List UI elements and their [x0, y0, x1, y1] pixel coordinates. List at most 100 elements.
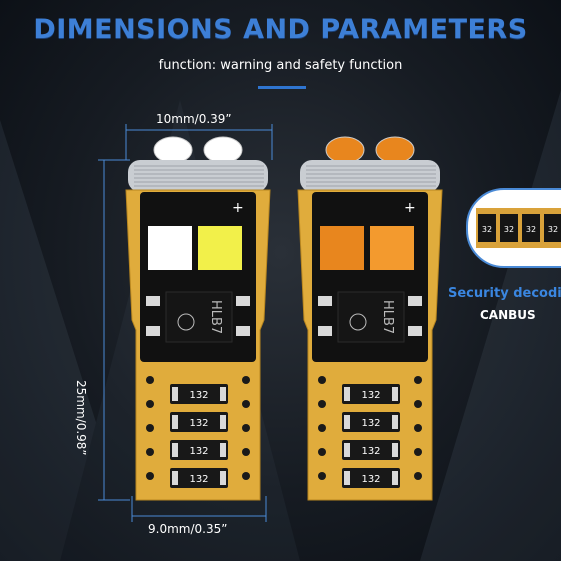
resistor-end — [392, 415, 398, 429]
top-led-right — [203, 136, 243, 164]
resistor-end — [344, 443, 350, 457]
resistor-label: 132 — [189, 390, 208, 401]
bulb-amber: + HLB7 132 132 132 132 — [297, 136, 443, 501]
via-hole — [146, 448, 154, 456]
title-underline — [258, 86, 306, 89]
security-decoding-label: Security decodin — [448, 286, 561, 301]
via-hole — [146, 376, 154, 384]
ic-chip — [165, 291, 233, 343]
square-led-right — [198, 226, 242, 270]
via-hole — [318, 376, 326, 384]
resistor — [170, 412, 228, 432]
via-hole — [414, 424, 422, 432]
resistor-end — [172, 443, 178, 457]
resistor-end — [220, 443, 226, 457]
square-led-left — [148, 226, 192, 270]
chip-label: HLB7 — [208, 300, 223, 334]
resistor-end — [344, 415, 350, 429]
via-hole — [242, 400, 250, 408]
via-hole — [146, 424, 154, 432]
resistor-end — [392, 443, 398, 457]
resistor — [342, 412, 400, 432]
chip-pad — [318, 326, 332, 336]
chip-pad — [408, 326, 422, 336]
via-hole — [318, 400, 326, 408]
metal-collar — [300, 160, 440, 192]
resistor-end — [172, 415, 178, 429]
resistor — [170, 440, 228, 460]
callout-resistor-label: 32 — [482, 225, 492, 234]
via-hole — [318, 448, 326, 456]
resistor — [342, 384, 400, 404]
via-hole — [318, 424, 326, 432]
resistor-end — [220, 471, 226, 485]
via-hole — [242, 376, 250, 384]
via-hole — [414, 400, 422, 408]
callout-resistor-label: 32 — [526, 225, 536, 234]
ic-chip — [337, 291, 405, 343]
via-hole — [242, 424, 250, 432]
via-hole — [242, 448, 250, 456]
canbus-label: CANBUS — [480, 308, 536, 322]
resistor-label: 132 — [361, 390, 380, 401]
plus-sign: + — [404, 200, 416, 216]
canbus-closeup-callout: 32 32 32 32 — [466, 188, 561, 268]
resistor-end — [172, 471, 178, 485]
top-led-right — [375, 136, 415, 164]
chip-bridge-symbol — [349, 313, 367, 331]
resistor-end — [344, 471, 350, 485]
callout-resistor-label: 32 — [504, 225, 514, 234]
resistor-end — [220, 415, 226, 429]
resistor — [342, 440, 400, 460]
resistor — [342, 468, 400, 488]
chip-pad — [318, 296, 332, 306]
via-hole — [242, 472, 250, 480]
resistor-label: 132 — [189, 446, 208, 457]
canbus-resistor-row: 32 32 32 32 — [478, 214, 561, 242]
top-width-label: 10mm/0.39” — [156, 112, 232, 126]
callout-resistor-label: 32 — [548, 225, 558, 234]
via-hole — [414, 376, 422, 384]
resistor-label: 132 — [361, 474, 380, 485]
chip-bridge-symbol — [177, 313, 195, 331]
page-subtitle: function: warning and safety function — [158, 58, 403, 73]
via-hole — [318, 472, 326, 480]
via-hole — [146, 400, 154, 408]
callout-resistor — [500, 214, 518, 242]
chip-label: HLB7 — [380, 300, 395, 334]
callout-resistor — [544, 214, 561, 242]
metal-collar — [128, 160, 268, 192]
square-led-right — [370, 226, 414, 270]
callout-resistor — [522, 214, 540, 242]
resistor — [170, 384, 228, 404]
resistor-label: 132 — [361, 418, 380, 429]
via-hole — [414, 448, 422, 456]
resistor-end — [392, 471, 398, 485]
plus-sign: + — [232, 200, 244, 216]
chip-pad — [146, 326, 160, 336]
bulb-white: + HLB7 132 132 132 132 — [125, 136, 271, 501]
page-title: DIMENSIONS AND PARAMETERS — [33, 14, 528, 45]
resistor-label: 132 — [361, 446, 380, 457]
chip-pad — [236, 296, 250, 306]
height-label: 25mm/0.98” — [74, 380, 88, 456]
chip-pad — [408, 296, 422, 306]
top-led-left — [325, 136, 365, 164]
resistor-end — [220, 387, 226, 401]
resistor-label: 132 — [189, 418, 208, 429]
chip-pad — [146, 296, 160, 306]
resistor-label: 132 — [189, 474, 208, 485]
resistor-end — [392, 387, 398, 401]
via-hole — [414, 472, 422, 480]
top-led-left — [153, 136, 193, 164]
resistor — [170, 468, 228, 488]
callout-resistor — [478, 214, 496, 242]
resistor-end — [172, 387, 178, 401]
bottom-width-label: 9.0mm/0.35” — [148, 522, 228, 536]
via-hole — [146, 472, 154, 480]
resistor-end — [344, 387, 350, 401]
chip-pad — [236, 326, 250, 336]
square-led-left — [320, 226, 364, 270]
